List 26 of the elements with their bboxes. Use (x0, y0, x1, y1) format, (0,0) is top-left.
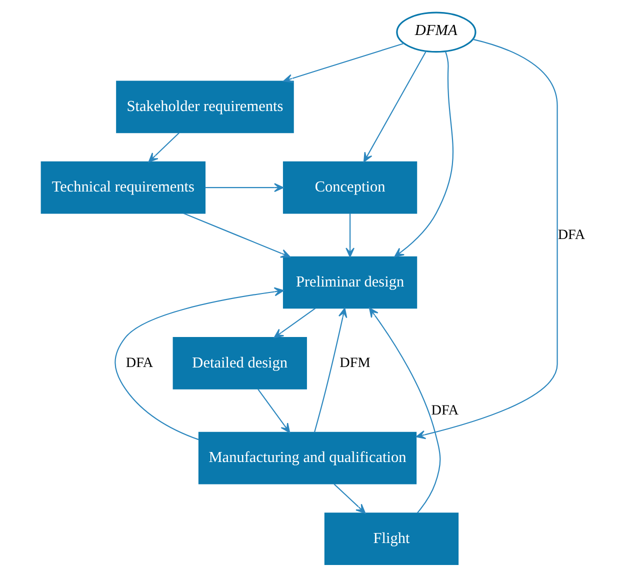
node-box: Preliminar design (282, 256, 418, 309)
arrow (314, 308, 348, 433)
arrow (258, 388, 290, 433)
node-box: Stakeholder requirements (116, 80, 294, 134)
node-box: Technical requirements (40, 161, 206, 214)
node-box: Flight (324, 512, 459, 565)
edge-label: DFA (431, 402, 459, 418)
edge-label: DFA (558, 226, 586, 243)
edge-label: DFM (340, 354, 370, 371)
arrow (368, 308, 441, 514)
edge-label: DFA (126, 354, 154, 371)
arrow (114, 287, 284, 440)
arrow (346, 214, 354, 258)
arrow (394, 51, 454, 258)
arrow (416, 38, 558, 440)
arrow (205, 183, 284, 192)
node-ellipse: DFMA (396, 12, 476, 53)
arrow (283, 42, 404, 83)
arrow (148, 132, 180, 162)
node-box: Conception (282, 161, 418, 214)
arrow (183, 212, 290, 258)
arrow (363, 50, 427, 162)
node-box: Manufacturing and qualification (198, 432, 417, 484)
arrow (334, 484, 366, 514)
arrow (274, 308, 316, 338)
node-box: Detailed design (172, 337, 307, 390)
